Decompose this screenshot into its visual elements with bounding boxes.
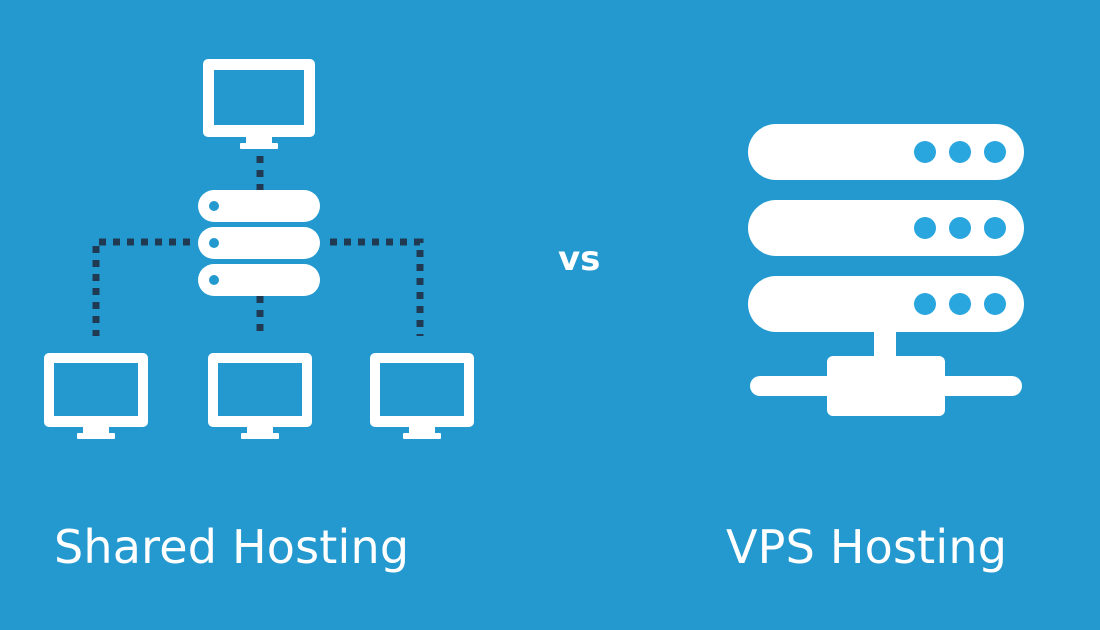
server-rack-icon <box>748 124 1024 332</box>
network-switch-icon <box>750 332 1022 416</box>
vps-hosting-diagram <box>748 124 1024 416</box>
vs-label: vs <box>558 239 601 279</box>
shared-hosting-diagram <box>44 59 474 439</box>
connector-right <box>330 238 424 336</box>
shared-hosting-label: Shared Hosting <box>54 520 410 574</box>
monitor-icon <box>203 59 315 149</box>
server-stack-icon <box>198 190 320 296</box>
vps-hosting-label: VPS Hosting <box>726 520 1008 574</box>
monitor-icon <box>208 353 312 439</box>
dotted-connectors <box>92 156 424 336</box>
connector-left <box>92 238 190 336</box>
monitor-icon <box>44 353 148 439</box>
monitor-icon <box>370 353 474 439</box>
